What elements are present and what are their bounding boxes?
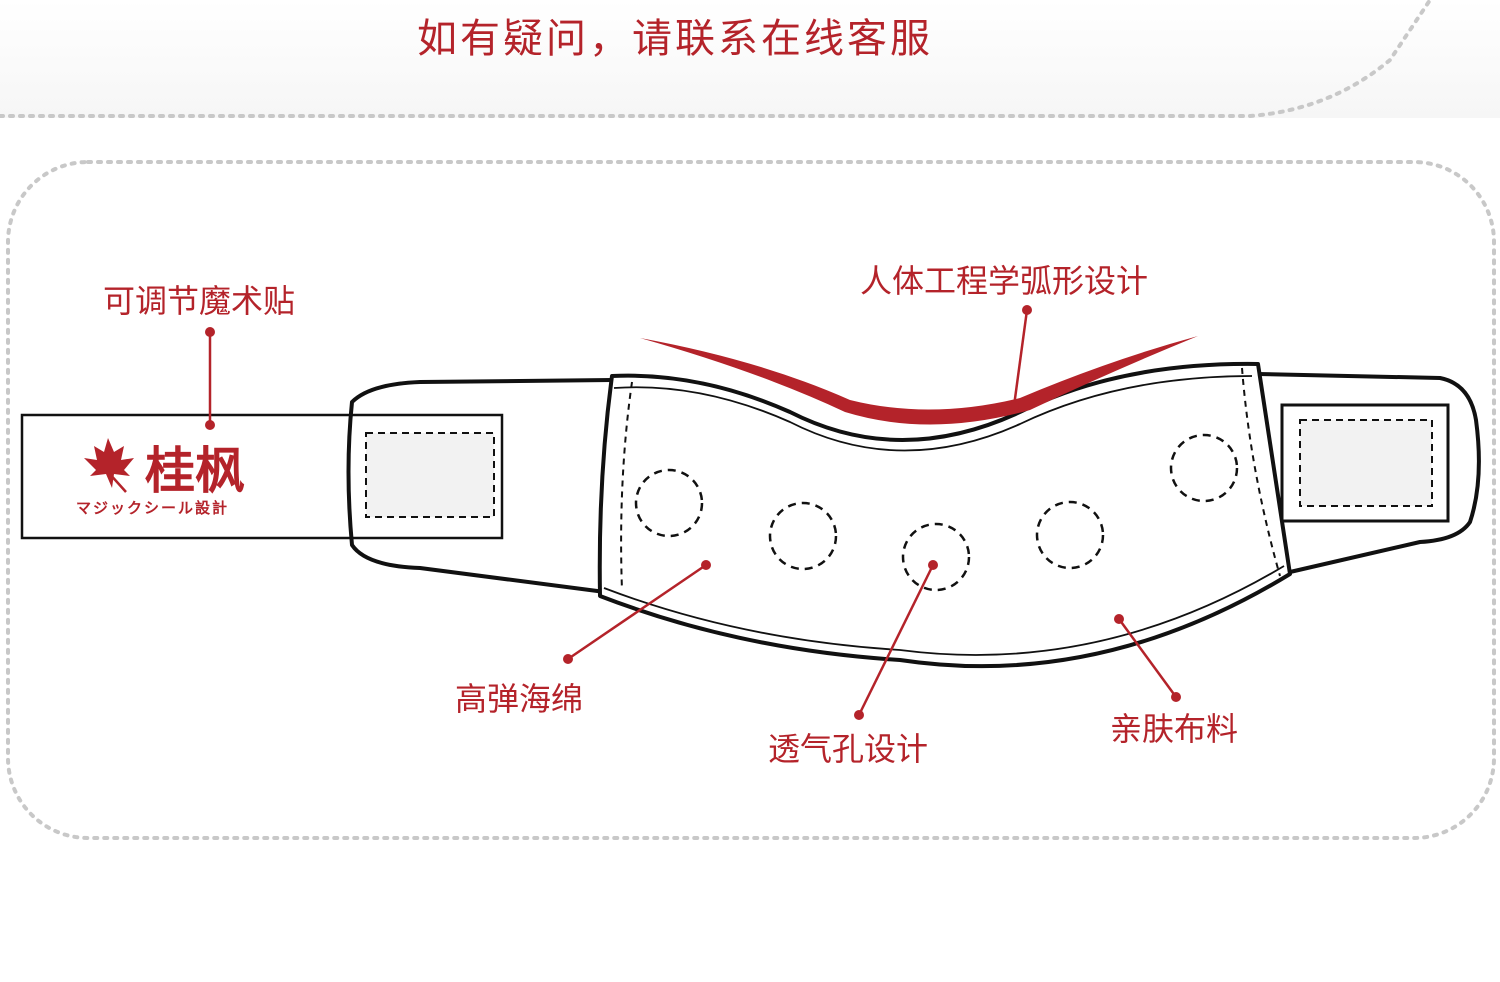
maple-leaf-icon	[84, 438, 134, 493]
ergonomic-curve-mark	[640, 336, 1198, 425]
top-banner: 如有疑问，请联系在线客服	[0, 0, 1500, 118]
callout-foam-label: 高弹海绵	[455, 680, 583, 718]
callout-ergonomic: 人体工程学弧形设计	[860, 262, 1148, 411]
brand-subtitle: マジックシール設計	[76, 499, 229, 517]
callout-ergonomic-label: 人体工程学弧形设计	[860, 262, 1148, 300]
callout-vent-label: 透气孔设计	[768, 730, 928, 768]
vent-hole	[1035, 500, 1105, 570]
vent-hole	[1169, 433, 1239, 503]
brace-bottom-inner-edge	[603, 565, 1285, 656]
callout-velcro: 可调节魔术贴	[103, 282, 295, 430]
contact-service-notice: 如有疑问，请联系在线客服	[417, 16, 933, 62]
callout-velcro-label: 可调节魔术贴	[103, 282, 295, 320]
left-stitching	[620, 381, 633, 591]
left-velcro-patch	[365, 432, 495, 518]
brand-name: 桂枫	[145, 442, 245, 500]
right-stitching	[1241, 367, 1281, 577]
right-velcro-patch	[1299, 419, 1433, 507]
vent-hole	[768, 501, 838, 571]
callout-vent: 透气孔设计	[768, 560, 938, 768]
diagram-dotted-frame	[6, 160, 1496, 840]
left-wing	[346, 378, 613, 594]
callout-foam: 高弹海绵	[455, 560, 711, 718]
callout-fabric: 亲肤布料	[1110, 614, 1238, 748]
brace-body	[597, 361, 1292, 669]
top-dotted-divider	[0, 0, 1432, 118]
callout-fabric-label: 亲肤布料	[1110, 710, 1238, 748]
vent-hole	[901, 522, 971, 592]
right-wing	[1257, 372, 1481, 574]
vent-hole	[634, 468, 704, 538]
brace-top-inner-edge	[613, 375, 1253, 452]
